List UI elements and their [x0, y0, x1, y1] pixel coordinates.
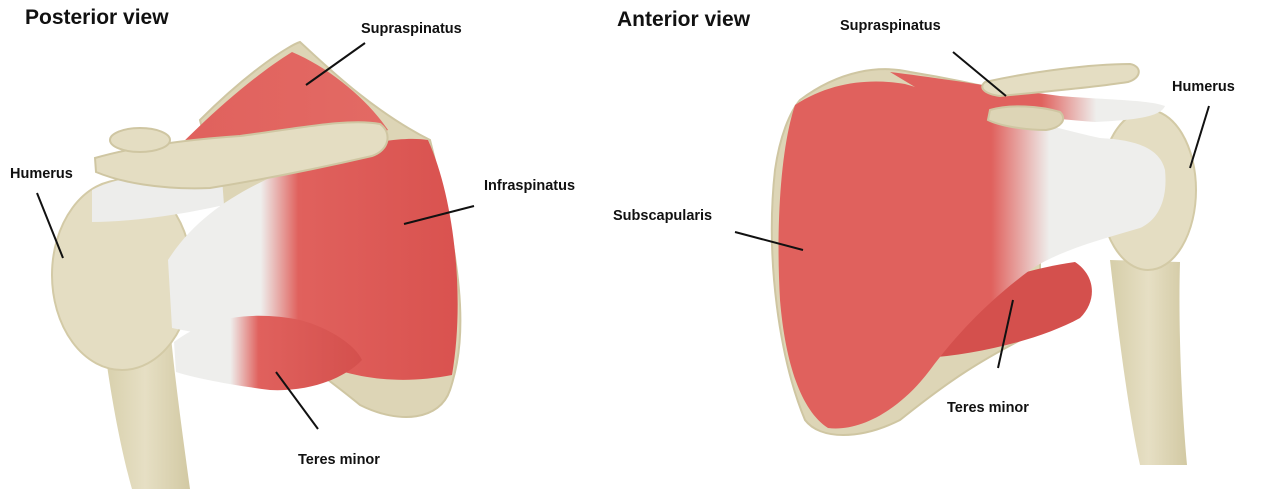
leader-line-anterior-humerus — [1190, 106, 1209, 168]
anterior-subscapularis-label: Subscapularis — [613, 208, 712, 224]
posterior-view-figure — [37, 42, 474, 489]
posterior-acromion-tip — [110, 128, 170, 152]
anterior-subscapularis-muscle — [779, 82, 1166, 429]
posterior-view-title: Posterior view — [25, 6, 169, 30]
anterior-view-title: Anterior view — [617, 8, 750, 32]
leader-line-posterior-humerus — [37, 193, 63, 258]
anterior-humerus-shaft — [1110, 260, 1187, 465]
anterior-supraspinatus-label: Supraspinatus — [840, 18, 941, 34]
posterior-teres-minor-label: Teres minor — [298, 452, 380, 468]
posterior-humerus-label: Humerus — [10, 166, 73, 182]
anterior-acromion — [982, 64, 1138, 96]
anterior-teres-minor-label: Teres minor — [947, 400, 1029, 416]
posterior-infraspinatus-label: Infraspinatus — [484, 178, 575, 194]
posterior-supraspinatus-label: Supraspinatus — [361, 21, 462, 37]
anterior-humerus-label: Humerus — [1172, 79, 1235, 95]
